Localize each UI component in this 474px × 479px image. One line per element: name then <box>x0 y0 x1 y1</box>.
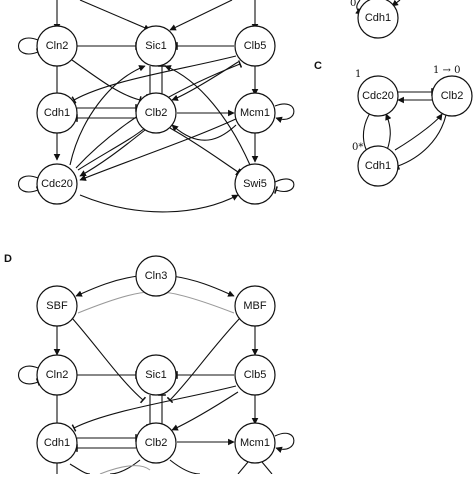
svg-text:SBF: SBF <box>46 300 68 312</box>
svg-text:Cdc20: Cdc20 <box>362 90 394 102</box>
svg-text:Clb2: Clb2 <box>441 90 464 102</box>
node-d-mbf: MBF <box>234 285 276 327</box>
svg-text:Cdh1: Cdh1 <box>44 107 70 119</box>
node-sic1: Sic1 <box>135 25 177 67</box>
svg-text:Clb5: Clb5 <box>244 369 267 381</box>
svg-text:Cdh1: Cdh1 <box>365 160 391 172</box>
node-d-cln2: Cln2 <box>36 354 78 396</box>
annotation-c-clb2: 1 → 0 <box>433 65 460 76</box>
node-d-sic1: Sic1 <box>135 354 177 396</box>
node-cdh1-top-right: Cdh1 <box>357 0 399 39</box>
panel-d-nodes: Cln3 SBF MBF Cln2 Sic1 Clb5 Cdh1 Clb2 Mc… <box>36 255 276 464</box>
node-d-cdh1: Cdh1 <box>36 422 78 464</box>
panel-b-edges <box>17 0 295 213</box>
svg-text:Cdh1: Cdh1 <box>44 437 70 449</box>
node-cdc20: Cdc20 <box>36 163 78 205</box>
node-c-cdh1: Cdh1 <box>357 145 399 187</box>
svg-text:MBF: MBF <box>243 300 267 312</box>
panel-d-label: D <box>4 253 12 265</box>
node-d-sbf: SBF <box>36 285 78 327</box>
svg-text:Mcm1: Mcm1 <box>240 107 270 119</box>
svg-text:Cln3: Cln3 <box>145 270 168 282</box>
svg-text:Cln2: Cln2 <box>46 369 69 381</box>
svg-text:Sic1: Sic1 <box>145 369 166 381</box>
node-swi5: Swi5 <box>234 163 276 205</box>
panel-c-edges <box>362 88 447 170</box>
node-c-clb2: Clb2 <box>431 75 473 117</box>
node-c-cdc20: Cdc20 <box>357 75 399 117</box>
node-d-cln3: Cln3 <box>135 255 177 297</box>
svg-text:Cdh1: Cdh1 <box>365 12 391 24</box>
svg-text:Cdc20: Cdc20 <box>41 178 73 190</box>
node-cdh1: Cdh1 <box>36 92 78 134</box>
panel-b-nodes: Cln2 Sic1 Clb5 Cdh1 Clb2 Mcm1 Cdc20 Swi5 <box>36 25 276 205</box>
node-clb2: Clb2 <box>135 92 177 134</box>
node-d-mcm1: Mcm1 <box>234 422 276 464</box>
svg-text:Clb5: Clb5 <box>244 40 267 52</box>
annotation-zero: 0 <box>350 0 356 9</box>
annotation-c-cdc20: 1 <box>355 69 361 80</box>
node-d-clb2: Clb2 <box>135 422 177 464</box>
svg-text:Clb2: Clb2 <box>145 437 168 449</box>
node-d-clb5: Clb5 <box>234 354 276 396</box>
node-mcm1: Mcm1 <box>234 92 276 134</box>
panel-d-edges <box>17 275 295 475</box>
node-clb5: Clb5 <box>234 25 276 67</box>
svg-text:Sic1: Sic1 <box>145 40 166 52</box>
svg-text:Mcm1: Mcm1 <box>240 437 270 449</box>
svg-text:Clb2: Clb2 <box>145 107 168 119</box>
panel-c-label: C <box>314 60 322 72</box>
node-cln2: Cln2 <box>36 25 78 67</box>
annotation-c-cdh1: 0* <box>352 142 363 153</box>
svg-text:Swi5: Swi5 <box>243 178 267 190</box>
svg-text:Cln2: Cln2 <box>46 40 69 52</box>
